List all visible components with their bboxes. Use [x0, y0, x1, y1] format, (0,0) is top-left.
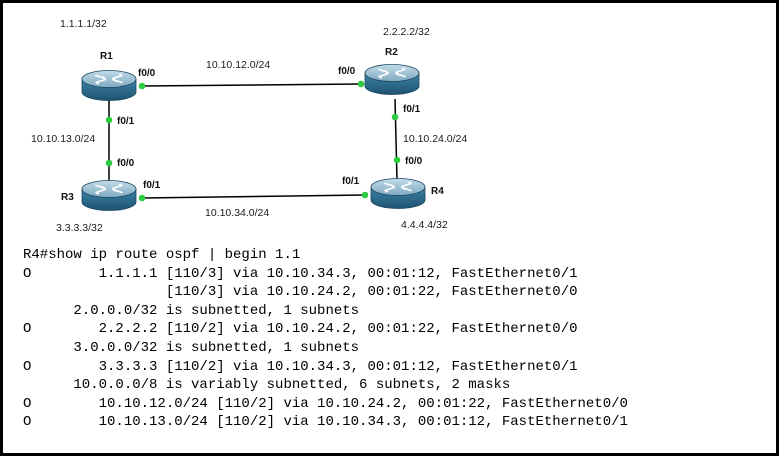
router-r4-icon[interactable]	[370, 177, 426, 210]
router-r2-loopback: 2.2.2.2/32	[383, 26, 430, 38]
router-r1-loopback: 1.1.1.1/32	[60, 18, 107, 30]
cli-route-line: O 10.10.12.0/24 [110/2] via 10.10.24.2, …	[23, 395, 628, 412]
iface-label-r2-f01: f0/1	[403, 104, 421, 115]
cli-route-line: [110/3] via 10.10.24.2, 00:01:22, FastEt…	[23, 284, 578, 301]
router-r3-name: R3	[61, 192, 74, 203]
port-dot	[138, 194, 146, 202]
router-r3-icon[interactable]	[81, 179, 137, 212]
subnet-label-r1-r3: 10.10.13.0/24	[31, 133, 95, 145]
cli-route-line: 3.0.0.0/32 is subnetted, 1 subnets	[23, 339, 360, 356]
link-r3-r4	[141, 194, 366, 199]
iface-label-r2-f00: f0/0	[338, 66, 356, 77]
port-dot	[361, 191, 369, 199]
port-dot	[393, 156, 401, 164]
iface-label-r3-f00: f0/0	[117, 158, 135, 169]
network-topology: R1 R2 R3 R4 1.1.1.1/32 2.2.2.2/32 3.3.3.…	[31, 18, 467, 234]
cli-route-line: O 2.2.2.2 [110/2] via 10.10.24.2, 00:01:…	[23, 321, 578, 338]
cli-route-line: O 3.3.3.3 [110/2] via 10.10.34.3, 00:01:…	[23, 358, 578, 375]
port-dot	[391, 113, 399, 121]
link-r1-r2	[141, 83, 362, 87]
iface-label-r4-f00: f0/0	[405, 156, 423, 167]
router-r1-icon[interactable]	[81, 69, 137, 102]
cli-output: R4#show ip route ospf | begin 1.1 O 1.1.1…	[23, 246, 628, 432]
subnet-label-r1-r2: 10.10.12.0/24	[206, 59, 270, 71]
iface-label-r1-f00: f0/0	[138, 68, 156, 79]
port-dot	[138, 82, 146, 90]
port-dots	[105, 80, 401, 202]
router-r4-name: R4	[431, 186, 444, 197]
port-dot	[357, 80, 365, 88]
cli-command-line: R4#show ip route ospf | begin 1.1	[23, 247, 301, 263]
router-r2-name: R2	[385, 47, 398, 58]
link-r2-r4	[394, 98, 398, 181]
router-r1-name: R1	[100, 51, 113, 62]
iface-label-r1-f01: f0/1	[117, 116, 135, 127]
port-dot	[105, 116, 113, 124]
subnet-label-r2-r4: 10.10.24.0/24	[403, 133, 467, 145]
router-r2-icon[interactable]	[364, 63, 420, 96]
router-r3-loopback: 3.3.3.3/32	[56, 222, 103, 234]
iface-label-r4-f01: f0/1	[342, 176, 360, 187]
cli-route-line: 10.0.0.0/8 is variably subnetted, 6 subn…	[23, 377, 511, 394]
subnet-label-r3-r4: 10.10.34.0/24	[205, 207, 269, 219]
cli-route-line: O 10.10.13.0/24 [110/2] via 10.10.34.3, …	[23, 414, 628, 431]
cli-route-line: O 1.1.1.1 [110/3] via 10.10.34.3, 00:01:…	[23, 265, 578, 282]
router-r4-loopback: 4.4.4.4/32	[401, 219, 448, 231]
iface-label-r3-f01: f0/1	[143, 180, 161, 191]
cli-route-line: 2.0.0.0/32 is subnetted, 1 subnets	[23, 302, 360, 319]
port-dot	[105, 159, 113, 167]
